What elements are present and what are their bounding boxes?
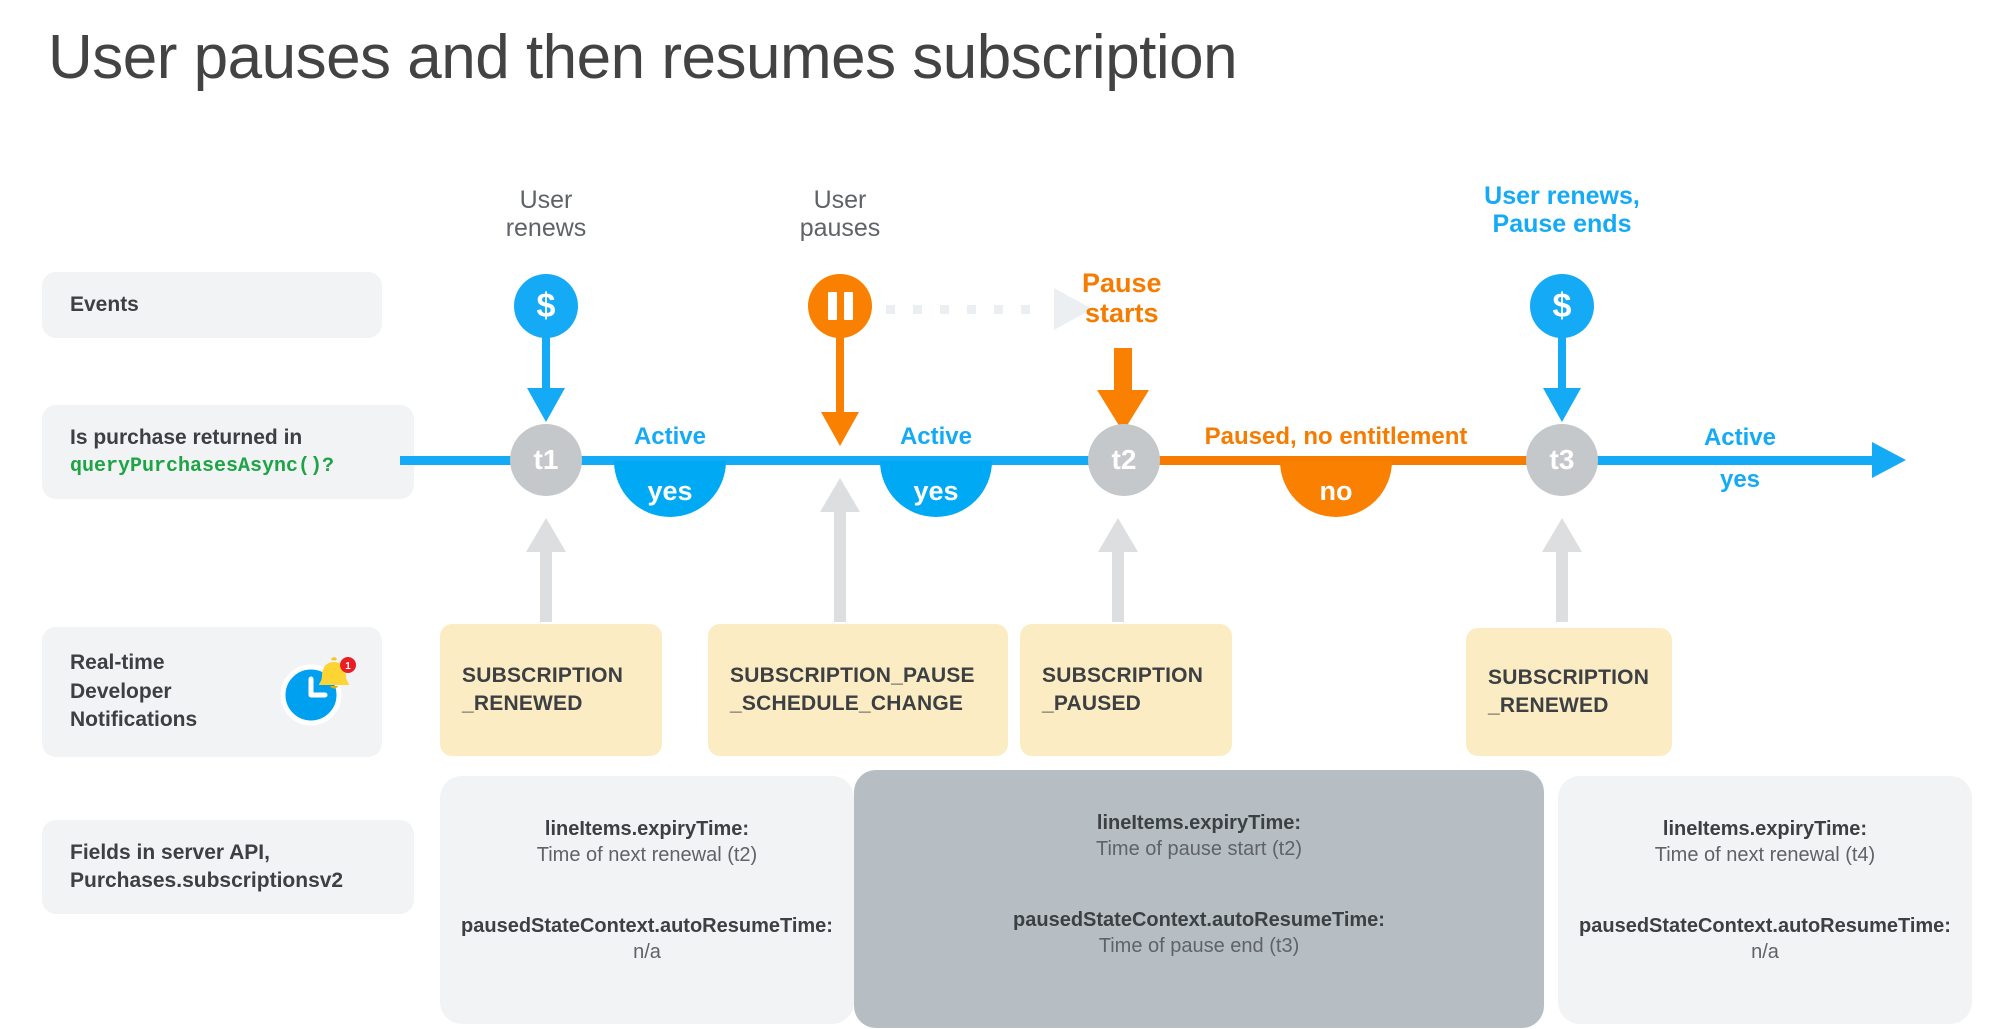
clock-bell-notification-icon: 1 — [280, 657, 356, 727]
dotted-connector-arrow — [886, 288, 1092, 330]
event-title-line2: renews — [505, 214, 587, 242]
state-bubble-paused: Paused, no entitlement no — [1205, 423, 1467, 517]
rtdn-box-subscription-renewed-1[interactable]: SUBSCRIPTION _RENEWED — [440, 624, 662, 756]
row-label-fields-line2: Purchases.subscriptionsv2 — [70, 869, 344, 892]
rtdn-box-subscription-renewed-2[interactable]: SUBSCRIPTION _RENEWED — [1466, 628, 1672, 756]
row-label-rtdn-line1: Real-time — [70, 651, 165, 675]
arrow-stem — [540, 540, 552, 622]
event-title-line2: Pause ends — [1492, 210, 1632, 238]
down-arrow-icon — [821, 412, 859, 446]
timeline-end-arrowhead-icon — [1872, 442, 1906, 478]
event-user-renews-1-title: User renews — [506, 186, 587, 242]
event-connector-stem — [836, 336, 844, 424]
state-bubble-active-2: Active yes — [880, 423, 992, 517]
field-panel-t2: lineItems.expiryTime: Time of pause star… — [854, 770, 1544, 1028]
field-key-expirytime: lineItems.expiryTime: — [1662, 818, 1868, 840]
timeline-segment-paused — [1124, 456, 1562, 465]
row-label-rtdn-line3: Notifications — [70, 708, 198, 732]
arrow-stem — [1556, 540, 1568, 622]
field-value-expirytime: Time of next renewal (t4) — [1654, 844, 1876, 866]
row-label-fields-line1: Fields in server API, — [70, 840, 270, 864]
rtdn-line1: SUBSCRIPTION — [462, 664, 624, 688]
field-panel-t1: lineItems.expiryTime: Time of next renew… — [440, 776, 854, 1024]
state-caption: Active — [633, 423, 707, 450]
rtdn-line2: _PAUSED — [1042, 692, 1142, 715]
event-title-line1: User renews, — [1484, 182, 1640, 210]
event-title-line1: User — [813, 186, 867, 214]
state-caption: Active — [899, 423, 973, 450]
event-connector-stem — [1558, 336, 1566, 400]
dollar-icon: $ — [1530, 274, 1594, 338]
dollar-glyph: $ — [536, 286, 556, 325]
field-value-autoresumetime: Time of pause end (t3) — [1098, 935, 1300, 957]
up-arrow-icon — [526, 518, 566, 552]
field-value-expirytime: Time of next renewal (t2) — [536, 844, 758, 866]
timeline-node-t1: t1 — [510, 424, 582, 496]
down-arrow-icon — [527, 388, 565, 422]
row-label-query-purchases: Is purchase returned in queryPurchasesAs… — [42, 405, 414, 499]
event-title-line2: pauses — [799, 214, 881, 242]
svg-text:1: 1 — [345, 661, 351, 672]
rtdn-box-subscription-pause-schedule-change[interactable]: SUBSCRIPTION_PAUSE _SCHEDULE_CHANGE — [708, 624, 1008, 756]
state-value: no — [1319, 475, 1353, 506]
state-caption-trailing: Active — [1703, 424, 1777, 451]
rtdn-line2: _RENEWED — [462, 692, 583, 715]
row-label-query-line1: Is purchase returned in — [70, 426, 303, 450]
field-key-expirytime: lineItems.expiryTime: — [1096, 812, 1302, 834]
event-user-renews-2-title: User renews, Pause ends — [1484, 182, 1640, 238]
rtdn-line1: SUBSCRIPTION_PAUSE — [730, 664, 975, 688]
arrow-stem — [834, 500, 846, 622]
field-key-autoresumetime: pausedStateContext.autoResumeTime: — [1013, 909, 1385, 931]
rtdn-line2: _RENEWED — [1488, 694, 1609, 717]
timeline-node-t3: t3 — [1526, 424, 1598, 496]
row-label-server-fields: Fields in server API, Purchases.subscrip… — [42, 820, 414, 914]
row-label-events: Events — [42, 272, 382, 338]
row-label-query-code: queryPurchasesAsync()? — [70, 454, 335, 478]
state-caption: Paused, no entitlement — [1204, 423, 1468, 450]
up-arrow-icon — [1542, 518, 1582, 552]
state-value: yes — [913, 475, 959, 506]
rtdn-line1: SUBSCRIPTION — [1042, 664, 1204, 688]
arrowhead-icon — [1054, 288, 1092, 330]
timeline: Active yes Active yes Paused, no entitle… — [0, 423, 1999, 517]
field-panel-t3: lineItems.expiryTime: Time of next renew… — [1558, 776, 1972, 1024]
field-value-autoresumetime: n/a — [1751, 941, 1779, 963]
row-label-rtdn: Real-time Developer Notifications 1 — [42, 627, 382, 757]
up-arrow-icon — [1098, 518, 1138, 552]
event-title-line1: Pause — [1082, 268, 1162, 298]
field-value-expirytime: Time of pause start (t2) — [1096, 838, 1302, 860]
state-value: yes — [647, 475, 693, 506]
field-key-autoresumetime: pausedStateContext.autoResumeTime: — [461, 915, 833, 937]
dollar-glyph: $ — [1552, 286, 1572, 325]
event-pause-starts-title: Pause starts — [1082, 268, 1162, 328]
event-connector-stem — [542, 336, 550, 400]
event-title-line2: starts — [1085, 298, 1159, 329]
rtdn-line2: _SCHEDULE_CHANGE — [730, 692, 964, 715]
event-title-line1: User — [519, 186, 573, 214]
row-label-rtdn-line2: Developer — [70, 679, 172, 703]
pause-start-stem — [1114, 348, 1132, 400]
field-key-autoresumetime: pausedStateContext.autoResumeTime: — [1579, 915, 1951, 937]
pause-glyph — [827, 292, 853, 320]
rtdn-line1: SUBSCRIPTION — [1488, 666, 1650, 690]
field-value-autoresumetime: n/a — [633, 941, 661, 963]
arrow-stem — [1112, 540, 1124, 622]
timeline-node-t2: t2 — [1088, 424, 1160, 496]
page-title: User pauses and then resumes subscriptio… — [48, 23, 1238, 92]
rtdn-box-subscription-paused[interactable]: SUBSCRIPTION _PAUSED — [1020, 624, 1232, 756]
up-arrow-icon — [820, 478, 860, 512]
state-bubble-active-1: Active yes — [614, 423, 726, 517]
down-arrow-icon — [1543, 388, 1581, 422]
timeline-segment-active-1 — [400, 456, 1124, 465]
event-user-pauses-title: User pauses — [800, 186, 881, 242]
row-label-events-text: Events — [70, 292, 139, 316]
field-key-expirytime: lineItems.expiryTime: — [544, 818, 750, 840]
state-value-trailing: yes — [1719, 466, 1761, 493]
pause-icon — [808, 274, 872, 338]
bell-icon: 1 — [319, 657, 356, 689]
dollar-icon: $ — [514, 274, 578, 338]
timeline-segment-active-2 — [1562, 456, 1874, 465]
